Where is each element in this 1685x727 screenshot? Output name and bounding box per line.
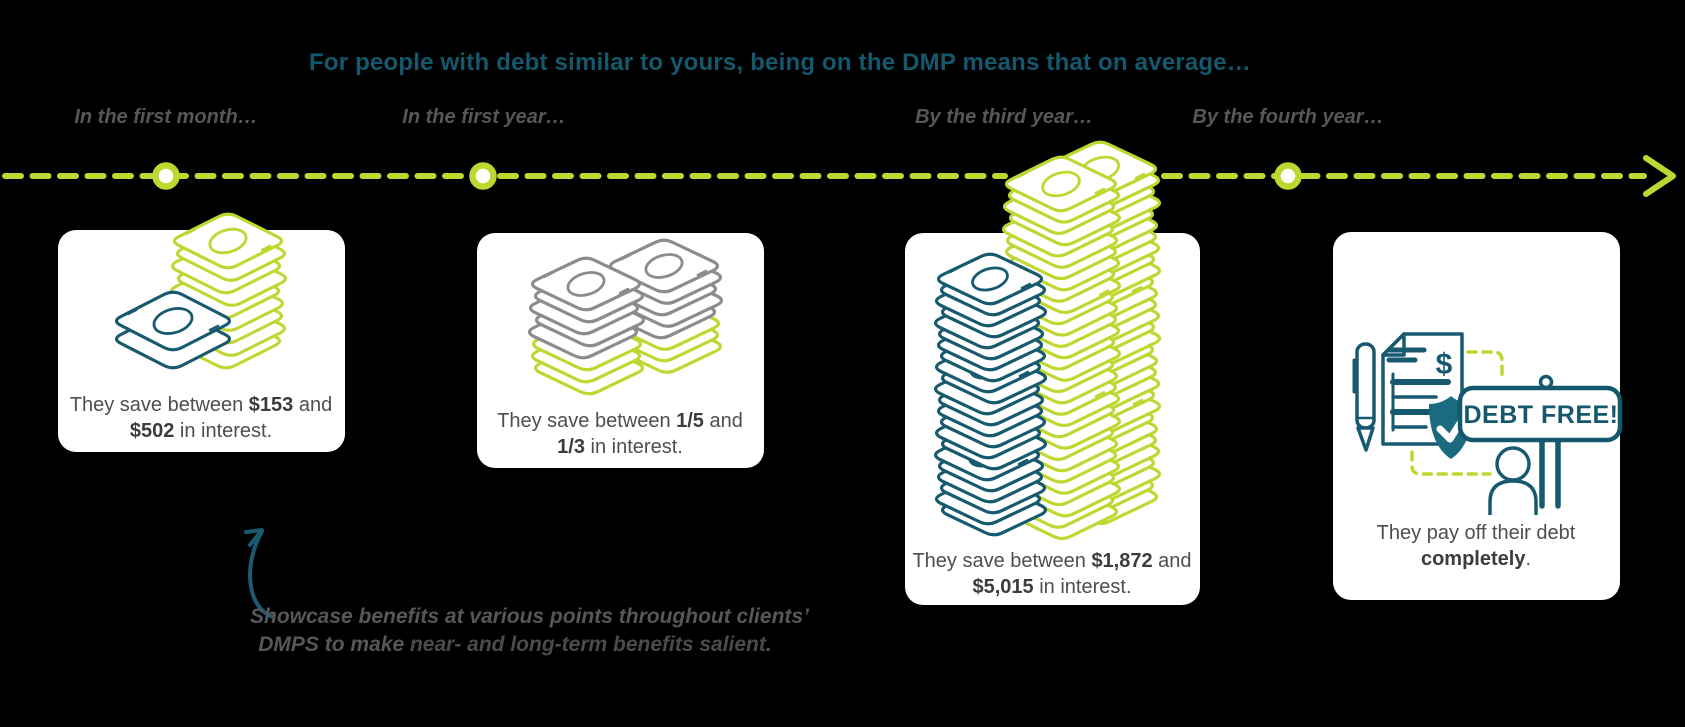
timeline-node-first-month [152, 162, 180, 190]
signpost-icon [1538, 374, 1561, 509]
timeline-label-first-year: In the first year… [402, 106, 566, 128]
timeline-label-fourth-year: By the fourth year… [1192, 106, 1384, 128]
debt-free-illustration: $ DEBT FREE! [1352, 332, 1623, 515]
money-stack-teal-flat-icon [114, 290, 232, 370]
money-stack-gray-left-icon [527, 256, 646, 396]
card-first-month-text: They save between $153 and $502 in inter… [69, 394, 333, 442]
annotation-text: Showcase benefits at various points thro… [250, 605, 809, 656]
person-icon [1488, 446, 1538, 515]
card-first-year-text: They save between 1/5 and 1/3 in interes… [497, 410, 743, 458]
debt-free-sign: DEBT FREE! [1457, 385, 1623, 443]
dashed-connector-bottom-icon [1410, 450, 1492, 476]
debt-free-sign-label: DEBT FREE! [1464, 401, 1619, 429]
dollar-sign-icon: $ [1436, 348, 1453, 381]
document-lines-icon [1386, 347, 1451, 432]
card-fourth-year-text: They pay off their debt completely. [1376, 522, 1576, 570]
pen-icon [1352, 342, 1376, 452]
timeline-arrow-icon [1643, 155, 1676, 197]
money-stack-tall-teal-icon [933, 252, 1048, 537]
timeline-node-first-year [469, 162, 497, 190]
timeline-label-first-month: In the first month… [74, 106, 258, 128]
timeline [2, 155, 1676, 197]
timeline-node-fourth-year [1274, 162, 1302, 190]
timeline-label-third-year: By the third year… [915, 106, 1093, 128]
card-third-year-text: They save between $1,872 and $5,015 in i… [912, 550, 1192, 598]
annotation-arrow-icon [244, 528, 275, 619]
page-title: For people with debt similar to yours, b… [309, 49, 1251, 76]
dashed-connector-top-icon [1466, 350, 1504, 382]
